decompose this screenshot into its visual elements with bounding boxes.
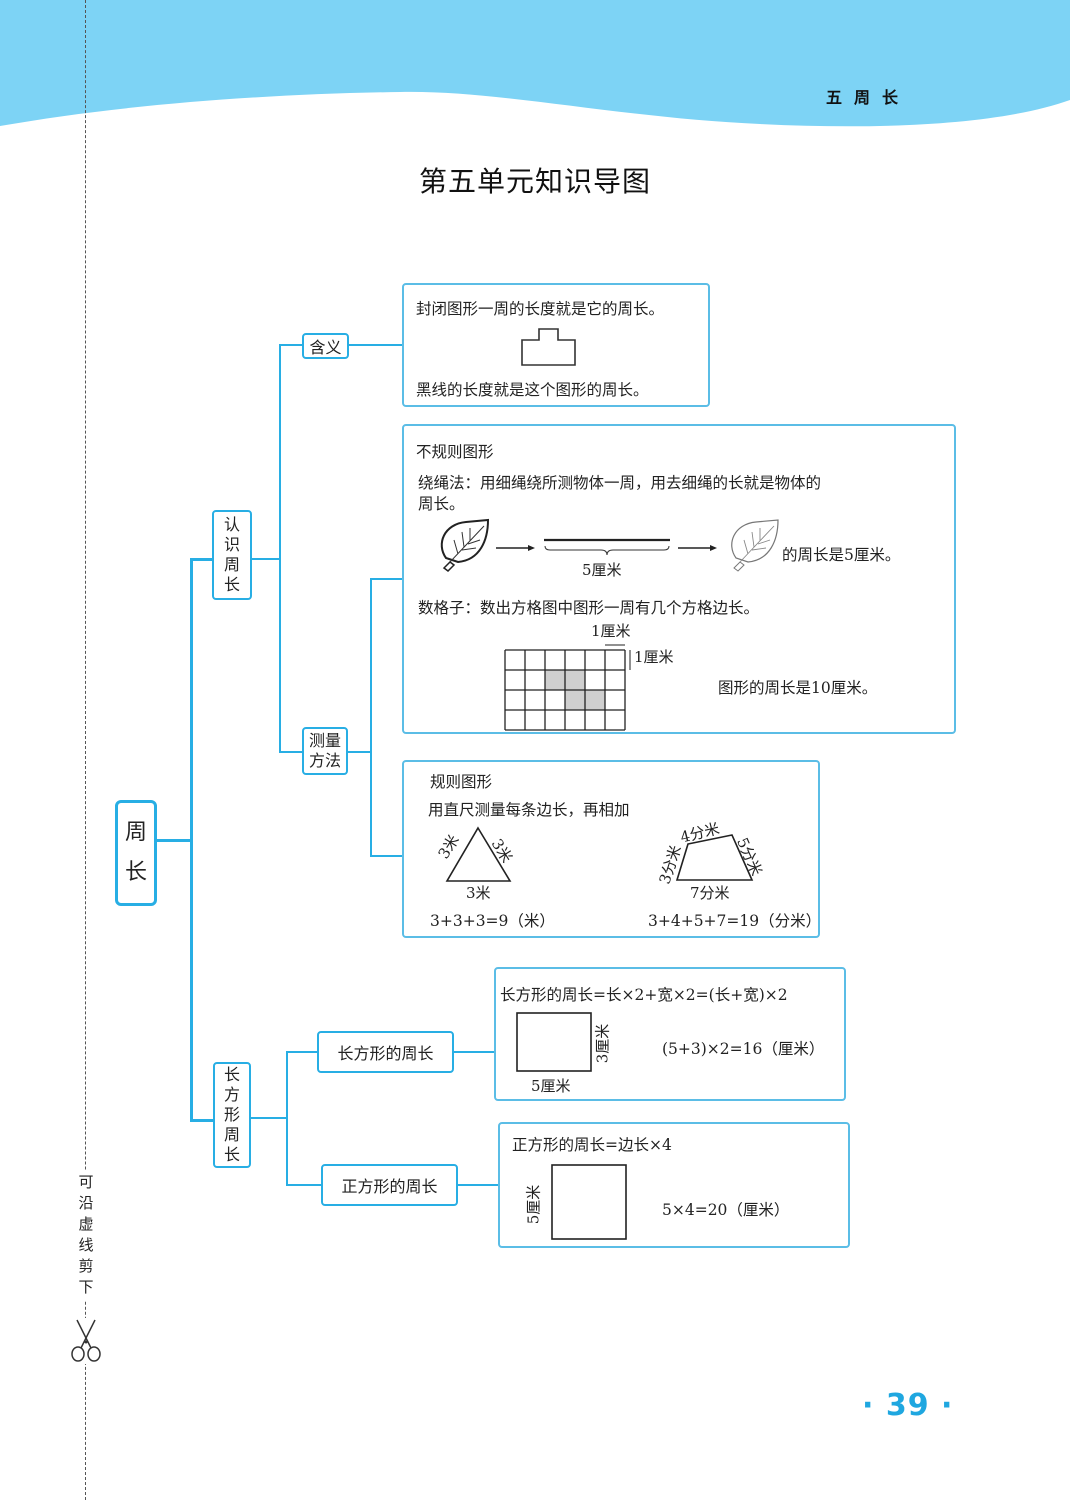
connector <box>250 558 280 560</box>
node-char: 识 <box>223 535 240 554</box>
node-char: 长 <box>223 1065 240 1084</box>
square-formula: 正方形的周长=边长×4 <box>512 1136 672 1154</box>
rope-line <box>544 538 670 556</box>
cut-char: 线 <box>78 1236 94 1254</box>
triangle-formula: 3+3+3=9（米） <box>430 912 555 930</box>
rope-result: 的周长是5厘米。 <box>782 546 901 564</box>
rope-length-label: 5厘米 <box>582 561 622 579</box>
quadrilateral-figure <box>675 834 754 881</box>
header-wave-banner <box>0 0 1070 127</box>
rectangle-width-label: 5厘米 <box>531 1077 571 1095</box>
connector <box>286 1184 322 1186</box>
rectangle-example: (5+3)×2=16（厘米） <box>662 1040 825 1058</box>
root-char: 周 <box>124 820 147 845</box>
chapter-label: 五周长 <box>826 88 911 107</box>
connector <box>190 558 214 561</box>
connector <box>286 1051 288 1185</box>
cut-char: 可 <box>78 1173 94 1191</box>
grid-unit-vertical: 1厘米 <box>634 648 674 666</box>
regular-desc: 用直尺测量每条边长，再相加 <box>428 801 630 819</box>
grid-shaded-cell <box>565 690 585 710</box>
grid-shaded-cell <box>565 670 585 690</box>
cut-char: 虚 <box>78 1215 94 1233</box>
connector <box>348 344 403 346</box>
connector <box>279 344 303 346</box>
node-measure-method: 测量 方法 <box>302 727 348 775</box>
node-char: 形 <box>223 1105 240 1124</box>
connector <box>347 751 371 753</box>
connector <box>453 1051 495 1053</box>
rope-method-text: 绕绳法：用细绳绕所测物体一周，用去细绳的长就是物体的 <box>418 474 822 492</box>
quad-formula: 3+4+5+7=19（分米） <box>648 912 822 930</box>
connector <box>190 1119 214 1122</box>
node-char: 长 <box>223 1145 240 1164</box>
connector <box>286 1051 318 1053</box>
quad-side-bottom: 7分米 <box>690 884 730 902</box>
rectangle-box: 长方形的周长=长×2+宽×2=(长+宽)×2 3厘米 5厘米 (5+3)×2=1… <box>494 967 846 1101</box>
square-box: 正方形的周长=边长×4 5厘米 5×4=20（厘米） <box>498 1122 850 1248</box>
cut-instruction: 可 沿 虚 线 剪 下 <box>76 1170 96 1300</box>
connector <box>370 578 372 856</box>
grid-shaded-cell <box>585 690 605 710</box>
scissors-icon <box>69 1318 103 1364</box>
node-char: 长 <box>223 575 240 594</box>
page-number: · 39 · <box>862 1388 954 1423</box>
node-char: 认 <box>223 515 240 534</box>
meaning-box: 封闭图形一周的长度就是它的周长。 黑线的长度就是这个图形的周长。 <box>402 283 710 407</box>
irregular-shapes-box: 不规则图形 绕绳法：用细绳绕所测物体一周，用去细绳的长就是物体的 周长。 5厘米… <box>402 424 956 734</box>
connector <box>250 1117 287 1119</box>
rectangle-height-label: 3厘米 <box>593 1023 612 1064</box>
connector <box>279 751 303 753</box>
leaf-icon <box>440 518 490 572</box>
node-rectangle-perimeter: 长 方 形 周 长 <box>213 1062 251 1168</box>
connector <box>279 344 281 752</box>
connector <box>156 839 192 842</box>
connector <box>457 1184 499 1186</box>
grid-figure <box>504 644 631 731</box>
node-char: 方 <box>223 1085 240 1104</box>
rectangle-figure <box>516 1012 592 1072</box>
square-example: 5×4=20（厘米） <box>662 1201 790 1219</box>
meaning-example: 黑线的长度就是这个图形的周长。 <box>416 381 649 399</box>
t-shape-figure <box>521 328 576 366</box>
node-char: 周 <box>223 1125 240 1144</box>
square-figure <box>551 1164 627 1240</box>
arrow-right-icon <box>496 545 535 551</box>
regular-title: 规则图形 <box>430 773 493 791</box>
irregular-title: 不规则图形 <box>416 443 494 461</box>
leaf-outline-icon <box>731 519 779 572</box>
grid-method-text: 数格子：数出方格图中图形一周有几个方格边长。 <box>418 599 760 617</box>
cut-char: 剪 <box>78 1257 94 1275</box>
cut-char: 沿 <box>78 1194 94 1212</box>
node-rect-perimeter: 长方形的周长 <box>317 1031 454 1073</box>
regular-shapes-box: 规则图形 用直尺测量每条边长，再相加 3米 3米 3米 3+3+3=9（米） 4… <box>402 760 822 938</box>
node-char: 周 <box>223 555 240 574</box>
triangle-side-bottom: 3米 <box>466 884 491 902</box>
root-node-perimeter: 周 长 <box>115 800 157 906</box>
connector <box>190 558 193 1122</box>
cut-char: 下 <box>78 1278 94 1296</box>
arrow-right-icon <box>678 545 717 551</box>
rectangle-formula: 长方形的周长=长×2+宽×2=(长+宽)×2 <box>500 986 788 1004</box>
page-title: 第五单元知识导图 <box>418 165 651 198</box>
square-side-label: 5厘米 <box>524 1184 543 1225</box>
node-square-perimeter: 正方形的周长 <box>321 1164 458 1206</box>
cut-dashed-line <box>85 0 86 1500</box>
root-char: 长 <box>124 860 147 885</box>
node-line: 测量 <box>308 731 341 750</box>
node-meaning: 含义 <box>302 333 349 359</box>
node-line: 方法 <box>308 751 341 770</box>
connector <box>370 855 403 857</box>
meaning-definition: 封闭图形一周的长度就是它的周长。 <box>416 300 665 318</box>
grid-unit-horizontal: 1厘米 <box>591 622 631 640</box>
node-understand-perimeter: 认 识 周 长 <box>212 510 252 600</box>
grid-result: 图形的周长是10厘米。 <box>718 679 878 697</box>
grid-shaded-cell <box>545 670 565 690</box>
triangle-figure <box>445 826 512 882</box>
connector <box>370 578 403 580</box>
rope-method-text-cont: 周长。 <box>418 495 465 513</box>
